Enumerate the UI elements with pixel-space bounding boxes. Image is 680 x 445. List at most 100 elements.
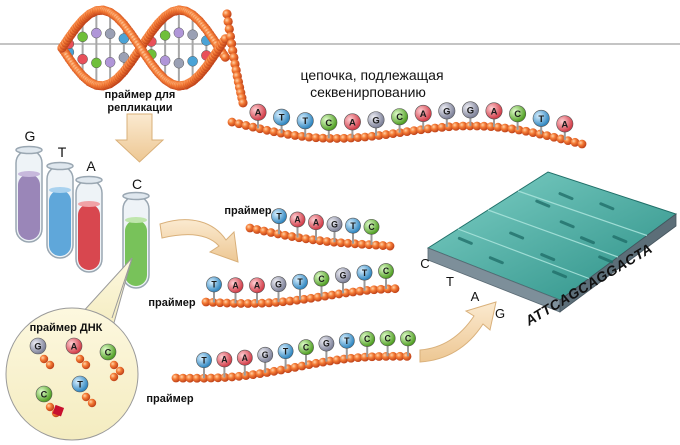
backbone-bead [228,46,238,56]
nucleotide-letter: G [323,339,330,349]
nucleotide-t [71,375,89,393]
backbone-bead [388,351,398,361]
backbone-bead [287,232,297,241]
tube-t [46,161,74,259]
primer-label-c: праймер [146,393,193,405]
nucleotide-letter: T [344,336,350,346]
backbone-bead [248,370,258,380]
nucleotide-letter: C [514,108,521,119]
nucleotide-c [35,385,53,403]
backbone-bead [371,240,381,250]
backbone-bead [225,31,236,42]
tube-letter-c: C [132,176,142,192]
backbone-bead [185,373,195,383]
backbone-bead [390,284,400,294]
backbone-bead [355,286,365,296]
nucleotide-letter: A [420,108,427,119]
backbone-bead [549,132,559,142]
nucleotide-t [273,108,291,126]
nucleotide-a [216,351,233,368]
backbone-bead [367,352,377,362]
nucleotide-letter: A [491,105,498,116]
nucleotide-t [271,208,287,225]
nucleotide-letter: T [279,112,285,123]
backbone-bead [318,357,328,367]
backbone-bead [39,354,49,364]
nucleotide-letter: T [201,355,207,365]
backbone-bead [339,133,349,143]
backbone-bead [388,129,398,139]
nucleotide-letter: T [538,113,544,124]
backbone-bead [115,366,125,376]
nucleotide-letter: A [242,353,249,363]
backbone-bead [374,352,384,361]
backbone-bead [493,122,503,132]
backbone-bead [528,128,538,138]
backbone-bead [87,398,97,408]
tube-a [75,175,103,273]
backbone-bead [201,297,211,307]
nucleotide-letter: T [362,268,368,278]
nucleotide-c [298,339,314,356]
backbone-bead [332,355,342,365]
nucleotide-a [308,214,324,231]
curved-arrow-icon [159,219,239,263]
nucleotide-g [29,337,47,355]
backbone-bead [346,353,356,363]
backbone-bead [269,366,279,376]
nucleotide-letter: A [313,217,320,227]
backbone-bead [81,392,91,402]
backbone-bead [280,230,290,240]
backbone-bead [311,358,321,368]
backbone-bead [262,125,272,135]
backbone-bead [318,133,328,143]
backbone-bead [278,297,288,307]
backbone-bead [423,124,433,134]
tube-letter-a: A [86,158,96,174]
backbone-bead [241,121,251,130]
backbone-bead [348,287,358,297]
backbone-bead [369,285,379,295]
backbone-bead [332,134,342,143]
nucleotide-a [414,104,432,122]
nucleotide-letter: T [276,211,282,221]
backbone-bead [299,294,309,304]
nucleotide-letter: G [467,104,474,115]
backbone-bead [283,129,293,139]
primer-label-a: праймер [224,205,271,217]
backbone-bead [206,373,216,383]
backbone-bead [402,127,412,137]
tube-letter-g: G [25,128,36,144]
nucleotide-letter: C [405,334,412,344]
nucleotide-letter: G [340,271,347,281]
backbone-bead [542,131,552,141]
backbone-bead [315,236,325,246]
nucleotide-letter: G [34,341,41,351]
backbone-bead [222,9,232,19]
backbone-bead [385,241,395,251]
backbone-bead [430,123,440,133]
nucleotide-letter: A [294,215,301,225]
nucleotide-t [277,343,294,360]
dna-double-helix [57,5,248,108]
backbone-bead [276,365,286,375]
gel-lane-a: A [471,289,480,304]
backbone-bead [521,126,531,136]
nucleotide-letter: C [41,389,48,399]
nucleotide-g [257,346,274,363]
backbone-bead [259,226,269,236]
backbone-bead [301,234,311,244]
nucleotide-a [485,102,503,120]
nucleotide-a [249,103,267,121]
nucleotide-t [292,273,308,290]
backbone-bead [290,362,300,372]
backbone-bead [479,121,489,131]
test-tubes: G T A C [15,128,150,289]
backbone-bead [320,291,330,301]
nucleotide-c [363,218,380,235]
backbone-bead [171,373,181,383]
nucleotide-letter: T [77,379,83,389]
